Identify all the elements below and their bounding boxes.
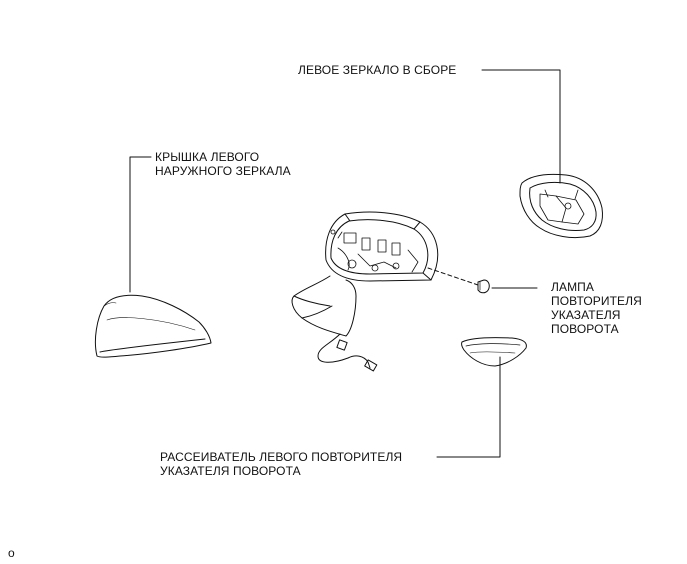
leader-lines [129, 69, 561, 458]
mirror-glass-part [519, 173, 603, 239]
label-turn-lamp-line-1: ЛАМПА [551, 280, 595, 294]
label-turn-lamp-line-4: ПОВОРОТА [551, 322, 619, 336]
label-turn-lens-line-2: УКАЗАТЕЛЯ ПОВОРОТА [160, 464, 301, 478]
turn-lamp-part [477, 279, 490, 294]
label-turn-lens: РАССЕИВАТЕЛЬ ЛЕВОГО ПОВТОРИТЕЛЯ УКАЗАТЕЛ… [160, 450, 402, 478]
mirror-cover-part [94, 294, 212, 358]
label-mirror-assembly-line-1: ЛЕВОЕ ЗЕРКАЛО В СБОРЕ [298, 63, 457, 77]
lamp-install-dashed-line [427, 267, 479, 286]
label-mirror-cover-line-2: НАРУЖНОГО ЗЕРКАЛА [155, 164, 291, 178]
label-mirror-cover: КРЫШКА ЛЕВОГО НАРУЖНОГО ЗЕРКАЛА [155, 150, 291, 178]
mirror-assembly-part [291, 211, 439, 372]
corner-mark: o [8, 546, 15, 560]
label-mirror-cover-line-1: КРЫШКА ЛЕВОГО [155, 150, 260, 164]
leader-mirror-cover [129, 156, 152, 293]
leader-turn-lens [436, 356, 501, 458]
label-mirror-assembly: ЛЕВОЕ ЗЕРКАЛО В СБОРЕ [298, 63, 456, 77]
label-turn-lens-line-1: РАССЕИВАТЕЛЬ ЛЕВОГО ПОВТОРИТЕЛЯ [160, 450, 403, 464]
label-turn-lamp: ЛАМПА ПОВТОРИТЕЛЯ УКАЗАТЕЛЯ ПОВОРОТА [551, 280, 642, 336]
label-turn-lamp-line-3: УКАЗАТЕЛЯ [551, 308, 621, 322]
turn-lens-part [461, 337, 527, 367]
leader-mirror-assembly [481, 69, 561, 184]
label-turn-lamp-line-2: ПОВТОРИТЕЛЯ [551, 294, 642, 308]
